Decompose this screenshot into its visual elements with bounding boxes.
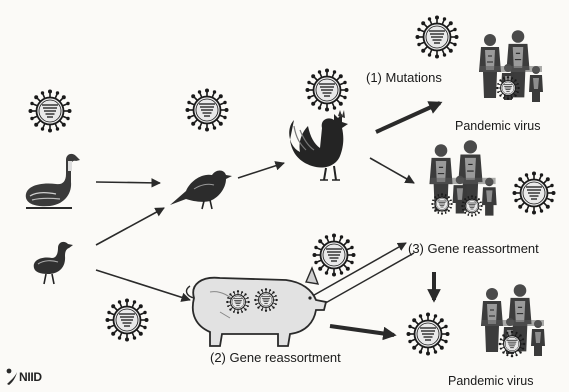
label-gene-reassortment-2: (2) Gene reassortment [210,350,341,365]
niid-logo: NIID [6,367,42,387]
arrow-quail-to-rooster [238,163,284,178]
arrow-duck-to-pig [96,270,190,300]
virus-icon [306,69,349,112]
arrow-pig-to-humans [300,243,406,303]
virus-icon [416,16,459,59]
label-pandemic-virus-top: Pandemic virus [455,119,540,133]
virus-icon [407,313,450,356]
arrow-rooster-to-humans [370,158,414,183]
arrow-rooster-to-pandemic [376,103,440,132]
niid-logo-text: NIID [19,370,42,384]
rooster-icon [289,110,348,180]
duck-icon [34,242,73,284]
label-gene-reassortment-3: (3) Gene reassortment [408,241,539,256]
people-group-icon [481,284,545,357]
label-pandemic-virus-bottom: Pandemic virus [448,374,533,388]
label-mutations: (1) Mutations [366,70,442,85]
goose-icon [26,154,80,208]
virus-icon [186,89,229,132]
niid-logo-mark-icon [6,368,18,386]
pig-icon [187,268,326,346]
people-group-icon [429,140,496,217]
virus-icon [29,90,72,133]
virus-icon [106,299,149,342]
quail-icon [170,171,232,210]
arrow-duck-to-quail [96,208,164,245]
arrow-pig-to-pandemic [330,326,394,335]
arrow-goose-to-quail [96,182,160,183]
people-group-icon [479,30,543,102]
virus-icon [513,172,556,215]
virus-icon [313,234,356,277]
